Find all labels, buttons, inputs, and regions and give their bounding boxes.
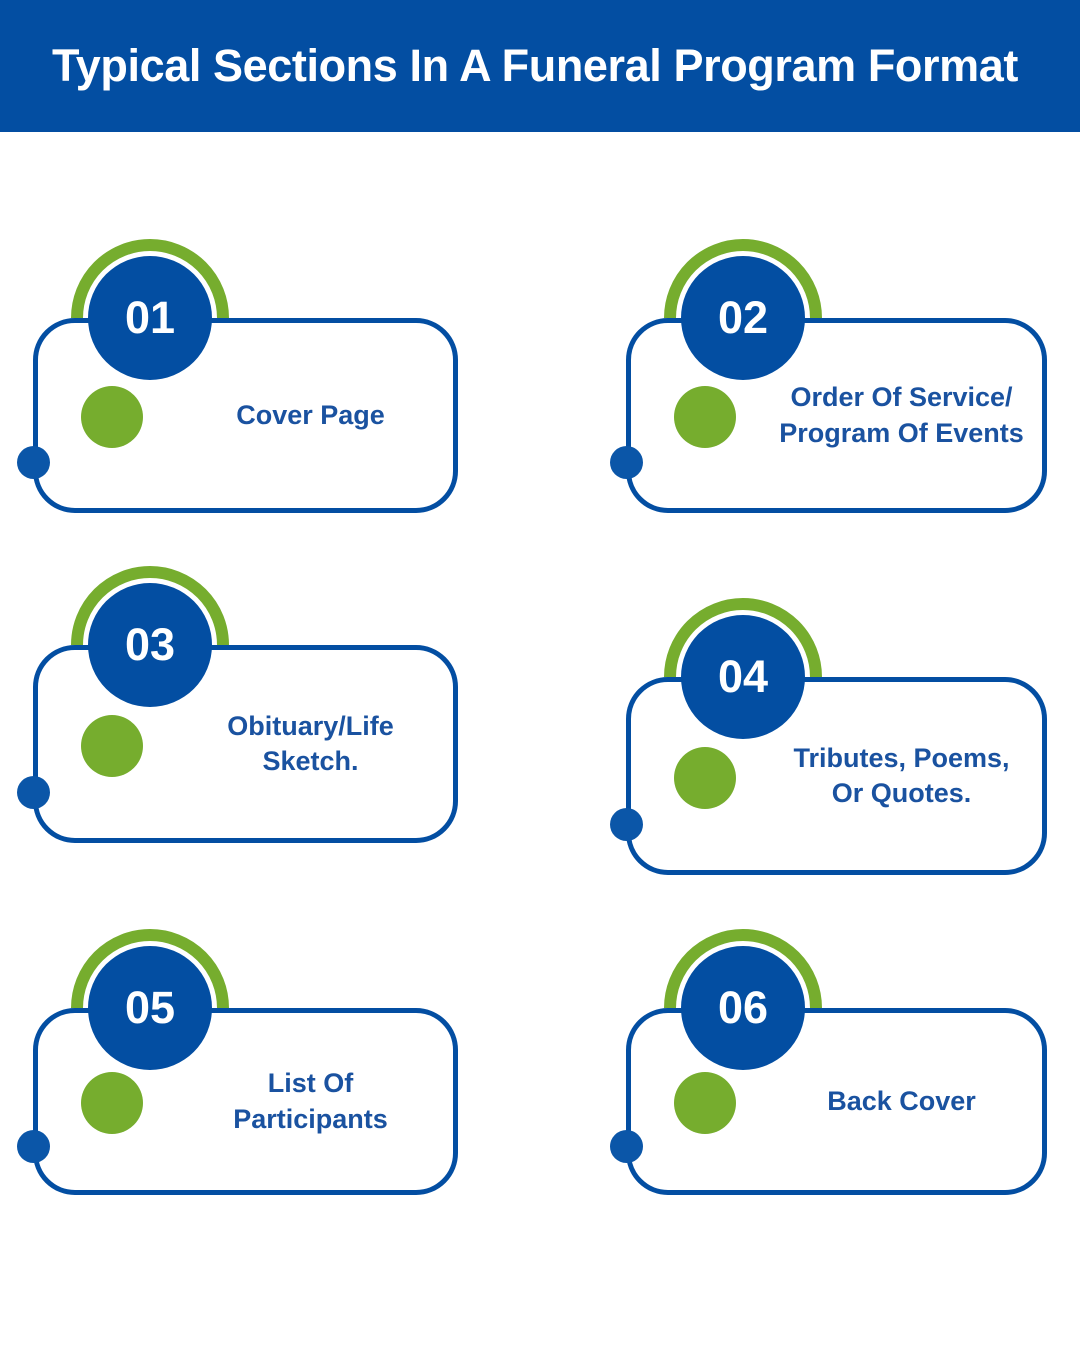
card-caption: Cover Page [173, 318, 448, 513]
blue-accent-dot-icon [610, 807, 643, 841]
card-caption-line: Cover Page [236, 399, 385, 430]
card-caption-line: Or Quotes. [831, 778, 972, 808]
number-arc-icon [664, 239, 822, 319]
number-arc-icon [664, 929, 822, 1009]
step-number-label: 01 [124, 291, 176, 343]
card-outline [626, 1008, 1047, 1195]
green-accent-dot-icon [81, 714, 143, 777]
step-number-label: 05 [124, 981, 176, 1033]
card-caption-line: Order Of Service/ [790, 382, 1013, 413]
green-accent-dot-icon [674, 386, 736, 449]
page-title: Typical Sections In A Funeral Program Fo… [52, 40, 1018, 91]
blue-accent-dot-icon [17, 446, 50, 480]
card-caption-line: Tributes, Poems, [793, 742, 1010, 773]
blue-accent-dot-icon [17, 775, 50, 809]
green-accent-dot-icon [81, 1072, 143, 1135]
number-arc-icon [71, 239, 229, 319]
number-arc-icon [664, 598, 822, 678]
card-caption-line: Sketch. [262, 746, 359, 776]
blue-accent-dot-icon [610, 1130, 643, 1164]
number-arc-icon [71, 566, 229, 646]
blue-accent-dot-icon [17, 1130, 50, 1164]
card-outline [33, 318, 458, 513]
card-outline [626, 677, 1047, 875]
step-number-label: 03 [124, 618, 176, 670]
card-caption: Tributes, Poems, Or Quotes. [766, 677, 1037, 875]
step-number-badge[interactable]: 02 [681, 256, 805, 380]
card-caption-line: Back Cover [827, 1085, 976, 1116]
blue-accent-dot-icon [610, 446, 643, 480]
card-outline [626, 318, 1047, 513]
green-accent-dot-icon [81, 386, 143, 449]
step-number-badge[interactable]: 04 [681, 615, 805, 739]
green-accent-dot-icon [674, 746, 736, 809]
card-outline [33, 1008, 458, 1195]
step-number-badge[interactable]: 03 [88, 583, 212, 707]
step-number-label: 04 [717, 650, 769, 702]
step-number-badge[interactable]: 01 [88, 256, 212, 380]
number-arc-icon [71, 929, 229, 1009]
card-caption-line: List Of [267, 1068, 354, 1099]
card-caption-line: Obituary/Life [227, 710, 394, 741]
card-caption: Back Cover [766, 1008, 1037, 1195]
card-caption: Order Of Service/Program Of Events [766, 318, 1037, 513]
step-number-badge[interactable]: 06 [681, 946, 805, 1070]
card-caption-line: Participants [233, 1103, 388, 1134]
header-banner: Typical Sections In A Funeral Program Fo… [0, 0, 1080, 132]
green-accent-dot-icon [674, 1072, 736, 1135]
card-caption-line: Program Of Events [779, 417, 1024, 448]
card-outline [33, 645, 458, 843]
step-number-label: 06 [717, 981, 769, 1033]
step-number-badge[interactable]: 05 [88, 946, 212, 1070]
step-number-label: 02 [717, 291, 769, 343]
card-caption: List Of Participants [173, 1008, 448, 1195]
